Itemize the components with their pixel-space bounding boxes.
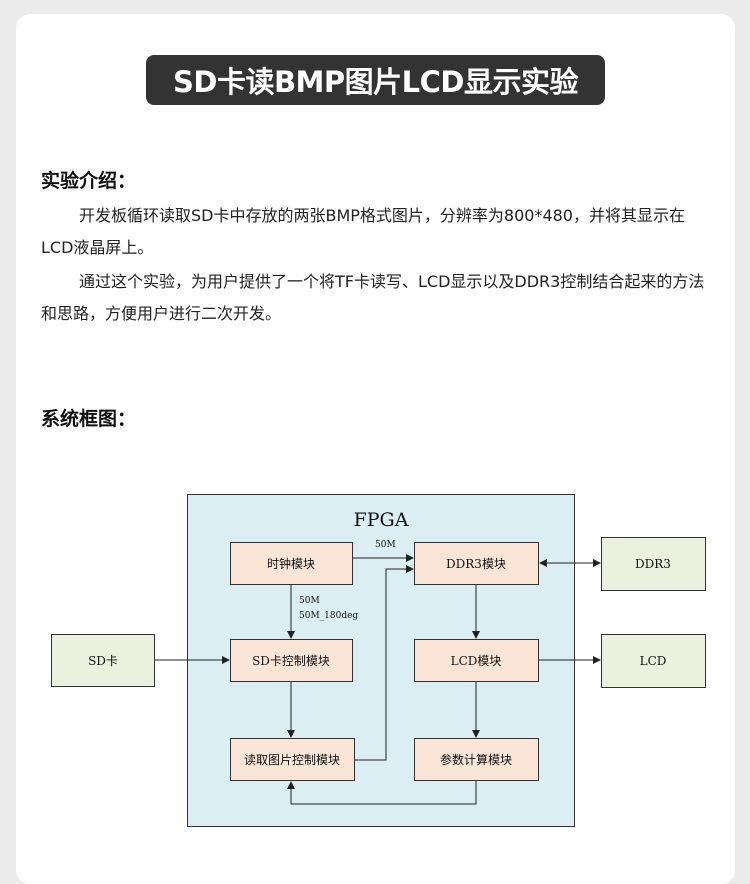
lcd-module-box: [414, 639, 539, 682]
intro-paragraph-2: 通过这个实验，为用户提供了一个将TF卡读写、LCD显示以及DDR3控制结合起来的…: [41, 272, 705, 323]
arrow-read-picture-to-ddr3: [355, 565, 414, 761]
ddr3-module-box: [414, 542, 539, 585]
intro-heading: 实验介绍：: [41, 170, 137, 192]
page-title: SD卡读BMP图片LCD显示实验: [146, 55, 605, 105]
sd-card-box: [51, 634, 155, 687]
param-calc-module-box: [414, 738, 539, 781]
ddr3-box: [601, 537, 706, 591]
clock-module-box: [230, 542, 353, 585]
read-picture-module-box: [230, 738, 355, 781]
param-calc-module-label: 参数计算模块: [440, 752, 512, 767]
ddr3-label: DDR3: [635, 557, 671, 571]
signal-label-clk-to-sd-2: 50M_180deg: [299, 611, 358, 621]
fpga-label: FPGA: [354, 509, 409, 531]
lcd-box: [601, 634, 706, 688]
sd-control-module-label: SD卡控制模块: [252, 654, 330, 668]
read-picture-module-label: 读取图片控制模块: [244, 753, 340, 767]
sd-card-label: SD卡: [88, 654, 118, 668]
intro-paragraph-1: 开发板循环读取SD卡中存放的两张BMP格式图片，分辨率为800*480，并将其显…: [41, 206, 685, 257]
clock-module-label: 时钟模块: [267, 556, 315, 571]
lcd-module-label: LCD模块: [451, 654, 502, 668]
sd-control-module-box: [230, 639, 353, 682]
signal-label-clk-to-sd-1: 50M: [299, 596, 320, 606]
diagram-heading: 系统框图：: [41, 408, 137, 430]
signal-label-clk-to-ddr: 50M: [375, 540, 396, 550]
arrow-param-calc-to-read-picture: [287, 781, 477, 805]
lcd-label: LCD: [640, 654, 667, 668]
ddr3-module-label: DDR3模块: [446, 557, 506, 571]
